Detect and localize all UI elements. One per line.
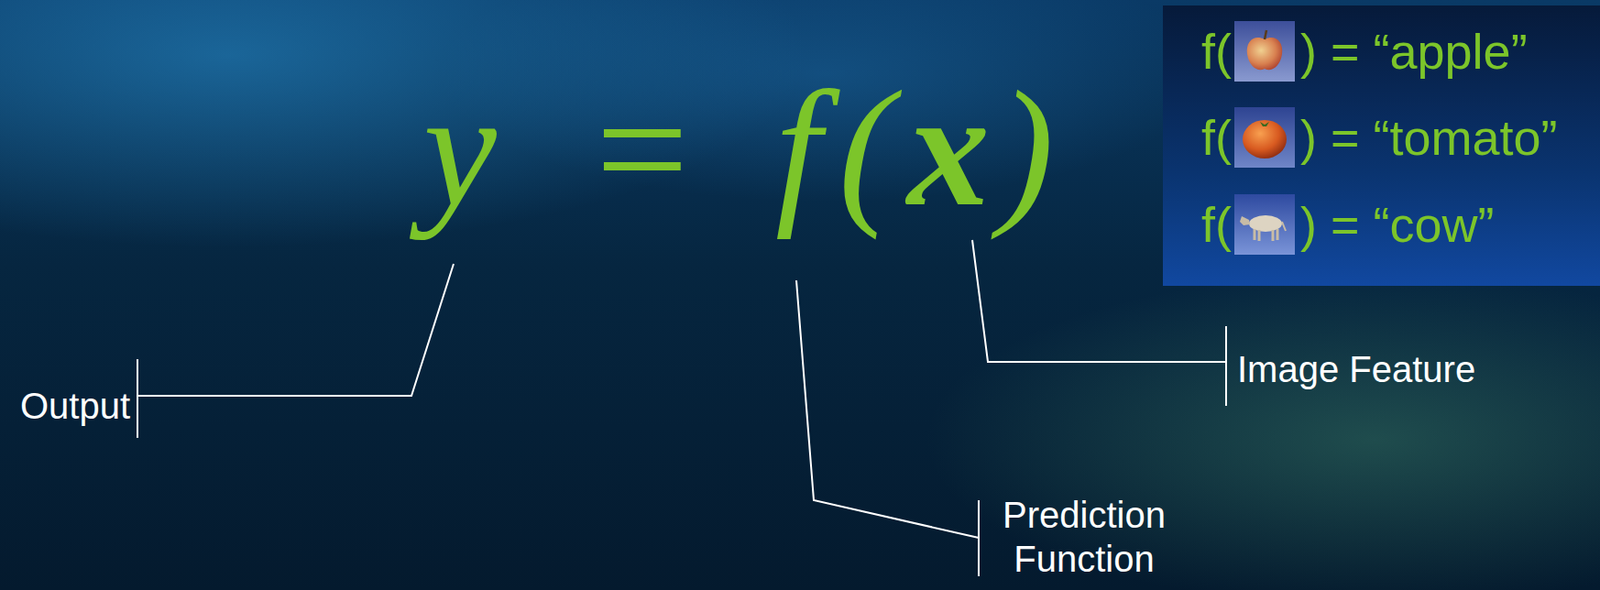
prediction-result: ) = “apple” bbox=[1300, 21, 1528, 82]
output-label: Output bbox=[20, 383, 131, 428]
cow-image bbox=[1234, 194, 1295, 255]
output-leader bbox=[137, 263, 454, 396]
apple-image bbox=[1234, 21, 1295, 82]
function-open: f( bbox=[1201, 21, 1232, 82]
feature-tick bbox=[1225, 326, 1228, 406]
equals-sign: = bbox=[595, 66, 690, 232]
close-paren: ) bbox=[998, 66, 1054, 232]
prediction-result: ) = “tomato” bbox=[1300, 107, 1558, 168]
prediction-tick bbox=[977, 500, 980, 577]
input-symbol: x bbox=[907, 66, 990, 232]
function-open: f( bbox=[1201, 107, 1232, 168]
prediction-leader bbox=[796, 280, 979, 538]
output-symbol: y bbox=[423, 66, 497, 232]
example-panel: f( ) = “apple” f( ) = “tomato” f( ) = “cow” bbox=[1162, 5, 1600, 286]
open-paren: ( bbox=[838, 66, 894, 232]
tomato-image bbox=[1234, 107, 1295, 168]
prediction-function-label: Prediction Function bbox=[987, 493, 1181, 581]
function-symbol: f bbox=[775, 66, 822, 232]
output-tick bbox=[136, 359, 139, 439]
prediction-result: ) = “cow” bbox=[1300, 194, 1495, 255]
image-feature-label: Image Feature bbox=[1237, 347, 1476, 392]
function-open: f( bbox=[1201, 194, 1232, 255]
